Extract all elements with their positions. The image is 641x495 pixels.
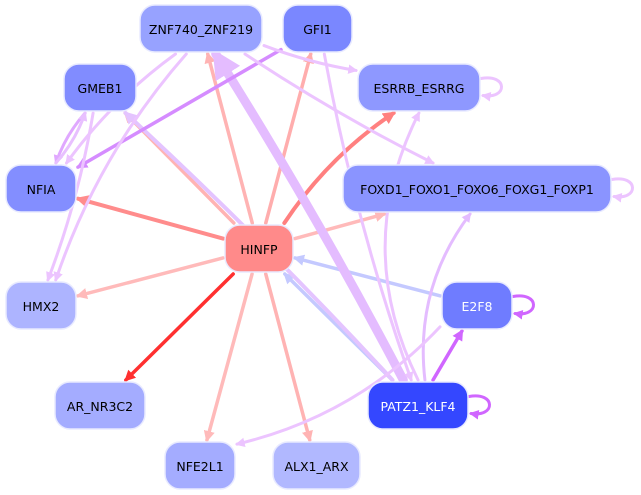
node-hmx2[interactable]: HMX2	[5, 281, 77, 330]
edge-e2f8-to-hinfp	[292, 254, 442, 298]
edge-nfia-to-gmeb1	[54, 111, 88, 165]
edge-hinfp-to-nfia	[75, 195, 225, 241]
node-label: E2F8	[462, 299, 493, 314]
node-gfi1[interactable]: GFI1	[282, 4, 353, 53]
node-foxd1-foxo1-foxo6-foxg1-foxp1[interactable]: FOXD1_FOXO1_FOXO6_FOXG1_FOXP1	[342, 164, 612, 213]
nodes-layer: ZNF740_ZNF219 GFI1 GMEB1 ESRRB_ESRRG NFI…	[5, 4, 612, 490]
node-box	[54, 381, 146, 430]
edge-hinfp-to-alx1-arx	[264, 272, 313, 443]
node-label: HMX2	[23, 299, 60, 314]
edge-hinfp-to-esrrb-esrrg	[282, 111, 396, 225]
node-label: GMEB1	[78, 81, 123, 96]
node-e2f8[interactable]: E2F8	[441, 281, 513, 330]
edge-znf740-znf219-to-hmx2	[53, 52, 188, 282]
node-alx1-arx[interactable]: ALX1_ARX	[272, 441, 361, 490]
node-box	[139, 4, 263, 53]
edges-layer	[46, 44, 634, 448]
node-label: ESRRB_ESRRG	[374, 81, 465, 96]
node-nfia[interactable]: NFIA	[5, 164, 77, 213]
node-box	[272, 441, 361, 490]
edge-hinfp-to-ar-nr3c2	[124, 272, 235, 382]
node-box	[282, 4, 353, 53]
edge-hinfp-to-hmx2	[75, 256, 225, 299]
node-nfe2l1[interactable]: NFE2L1	[164, 441, 236, 490]
edge-hinfp-to-gfi1	[264, 51, 314, 225]
edge-e2f8-to-e2f8	[511, 294, 535, 320]
edge-znf740-znf219-to-esrrb-esrrg	[262, 44, 358, 74]
node-label: PATZ1_KLF4	[380, 399, 455, 414]
node-esrrb-esrrg[interactable]: ESRRB_ESRRG	[357, 63, 481, 112]
node-hinfp[interactable]: HINFP	[224, 224, 294, 273]
node-box	[342, 164, 612, 213]
edge-znf740-znf219-to-foxd1-foxo1-foxo6-foxg1-foxp1	[243, 52, 435, 165]
edge-patz1-klf4-to-znf740-znf219	[211, 49, 408, 385]
node-patz1-klf4[interactable]: PATZ1_KLF4	[367, 381, 469, 430]
edge-patz1-klf4-to-patz1-klf4	[467, 394, 491, 420]
node-box	[441, 281, 513, 330]
edge-hinfp-to-nfe2l1	[203, 272, 254, 443]
node-box	[357, 63, 481, 112]
node-box	[224, 224, 294, 273]
node-znf740-znf219[interactable]: ZNF740_ZNF219	[139, 4, 263, 53]
node-label: AR_NR3C2	[67, 399, 133, 414]
edge-hinfp-to-foxd1-foxo1-foxo6-foxg1-foxp1	[293, 210, 387, 241]
node-label: ALX1_ARX	[284, 459, 349, 474]
node-ar-nr3c2[interactable]: AR_NR3C2	[54, 381, 146, 430]
node-box	[5, 164, 77, 213]
node-label: FOXD1_FOXO1_FOXO6_FOXG1_FOXP1	[360, 182, 594, 197]
node-label: ZNF740_ZNF219	[149, 22, 253, 37]
edge-e2f8-to-nfe2l1	[235, 325, 442, 448]
node-label: NFE2L1	[176, 459, 223, 474]
edge-gfi1-to-nfia	[76, 47, 283, 169]
edge-patz1-klf4-to-e2f8	[431, 329, 464, 382]
edge-foxd1-foxo1-foxo6-foxg1-foxp1-to-foxd1-foxo1-foxo6-foxg1-foxp1	[610, 177, 634, 203]
node-label: GFI1	[303, 22, 332, 37]
edge-gfi1-to-patz1-klf4	[322, 52, 414, 382]
node-box	[5, 281, 77, 330]
node-box	[367, 381, 469, 430]
node-box	[164, 441, 236, 490]
node-label: HINFP	[240, 242, 278, 257]
node-label: NFIA	[27, 182, 56, 197]
edge-patz1-klf4-to-foxd1-foxo1-foxo6-foxg1-foxp1	[421, 212, 472, 382]
node-gmeb1[interactable]: GMEB1	[63, 63, 137, 112]
node-box	[63, 63, 137, 112]
edge-esrrb-esrrg-to-esrrb-esrrg	[479, 76, 503, 102]
